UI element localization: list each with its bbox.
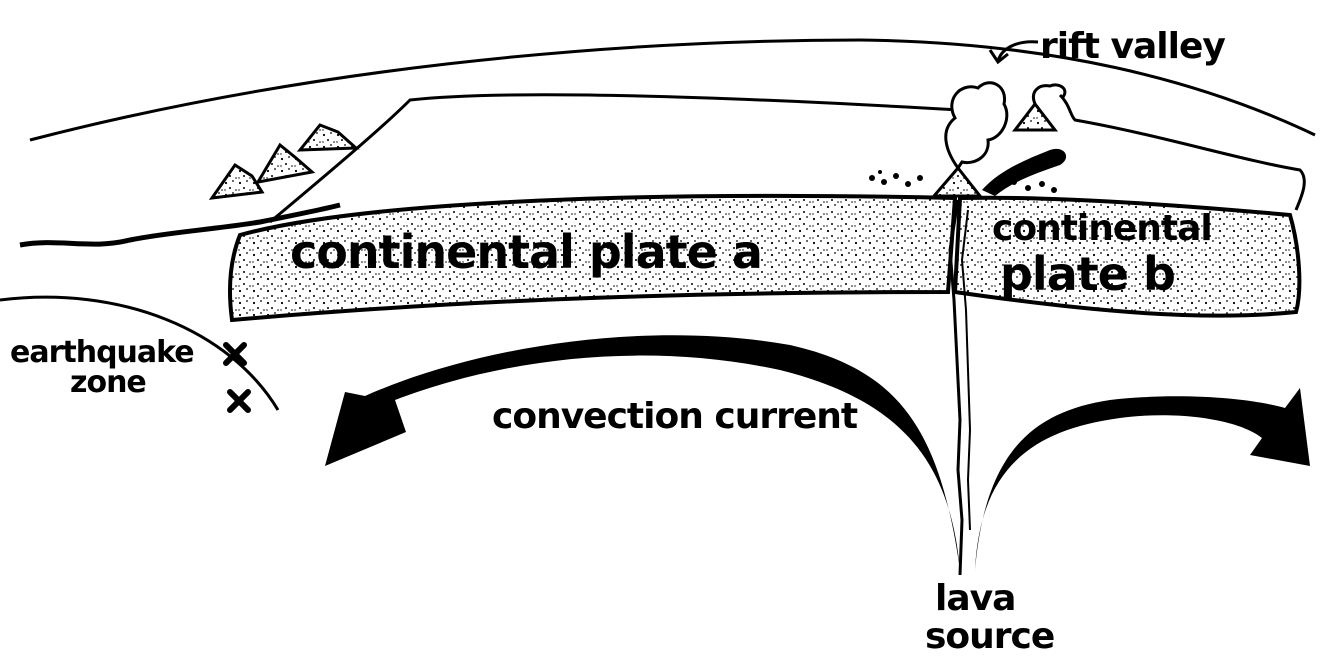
mountains-icon (212, 125, 356, 198)
earthquake-zone-label-line2: zone (70, 365, 146, 400)
rift-valley-label: rift valley (1040, 26, 1225, 67)
plate-b-label-line1: continental (992, 208, 1212, 249)
plate-b-label-line2: plate b (1000, 247, 1175, 301)
volcano-icon (934, 83, 1066, 196)
lava-source-label-line2: source (925, 616, 1054, 657)
convection-arrow-right (975, 388, 1310, 570)
smoke-cloud-icon (946, 83, 1007, 168)
convection-current-label: convection current (492, 396, 858, 437)
land-surface-plate-b (1060, 95, 1304, 210)
plate-a-label: continental plate a (290, 225, 762, 279)
lava-source-label-line1: lava (935, 578, 1015, 619)
convection-arrow-left (325, 335, 960, 570)
